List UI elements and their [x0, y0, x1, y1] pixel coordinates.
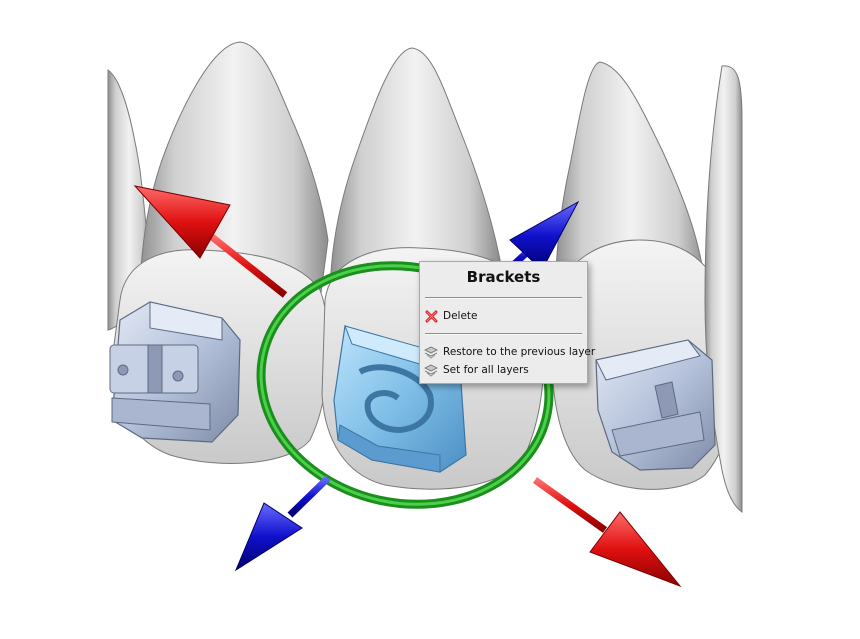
bracket-right[interactable]: [595, 339, 716, 471]
menu-item-delete[interactable]: Delete: [424, 307, 584, 325]
menu-item-set-for-all-layers-label: Set for all layers: [443, 364, 529, 376]
menu-item-delete-label: Delete: [443, 310, 478, 322]
menu-separator: [425, 297, 582, 299]
layers-icon: [424, 363, 438, 377]
menu-title: Brackets: [466, 268, 541, 286]
axis-x-arrow-left[interactable]: [133, 185, 288, 298]
delete-x-icon: [424, 309, 438, 323]
menu-separator: [425, 333, 582, 335]
menu-item-restore-previous-layer[interactable]: Restore to the previous layer: [424, 343, 595, 361]
menu-item-restore-previous-layer-label: Restore to the previous layer: [443, 346, 596, 358]
menu-item-set-for-all-layers[interactable]: Set for all layers: [424, 361, 584, 379]
bracket-left[interactable]: [109, 301, 241, 443]
context-menu: Brackets Delete Restore to the previous …: [419, 261, 595, 384]
layers-icon: [424, 345, 438, 359]
axis-z-arrow-down[interactable]: [234, 475, 331, 572]
axis-x-arrow-right[interactable]: [532, 477, 682, 588]
